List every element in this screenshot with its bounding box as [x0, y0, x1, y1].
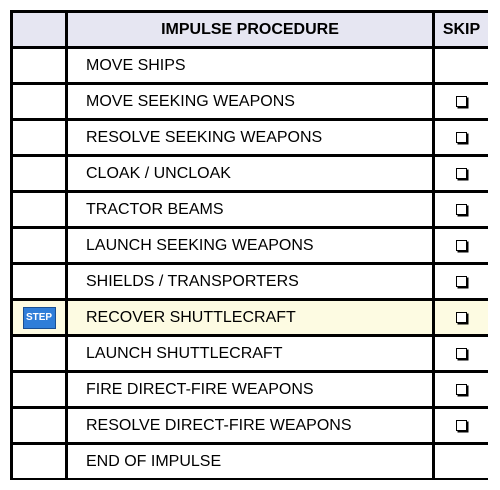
step-indicator-cell [13, 337, 65, 370]
step-indicator-cell [13, 121, 65, 154]
procedure-step-name: SHIELDS / TRANSPORTERS [68, 265, 432, 298]
skip-cell [435, 49, 488, 82]
procedure-step-name: RECOVER SHUTTLECRAFT [68, 301, 432, 334]
procedure-step-name: MOVE SHIPS [68, 49, 432, 82]
procedure-step-name: CLOAK / UNCLOAK [68, 157, 432, 190]
skip-cell [435, 229, 488, 262]
skip-cell [435, 265, 488, 298]
procedure-step-name: LAUNCH SEEKING WEAPONS [68, 229, 432, 262]
procedure-step-name: END OF IMPULSE [68, 445, 432, 478]
step-indicator-cell [13, 85, 65, 118]
skip-cell [435, 373, 488, 406]
step-button[interactable]: STEP [22, 306, 56, 329]
skip-cell [435, 409, 488, 442]
skip-cell [435, 193, 488, 226]
procedure-step-name: TRACTOR BEAMS [68, 193, 432, 226]
procedure-step-name: RESOLVE SEEKING WEAPONS [68, 121, 432, 154]
skip-checkbox[interactable] [456, 276, 467, 287]
skip-checkbox[interactable] [456, 96, 467, 107]
step-indicator-cell [13, 229, 65, 262]
step-indicator-cell [13, 265, 65, 298]
procedure-step-name: MOVE SEEKING WEAPONS [68, 85, 432, 118]
skip-checkbox[interactable] [456, 132, 467, 143]
skip-checkbox[interactable] [456, 168, 467, 179]
skip-cell [435, 85, 488, 118]
step-indicator-cell [13, 409, 65, 442]
step-indicator-cell [13, 49, 65, 82]
skip-checkbox[interactable] [456, 312, 467, 323]
header-skip-label: SKIP [435, 13, 488, 46]
procedure-step-name: RESOLVE DIRECT-FIRE WEAPONS [68, 409, 432, 442]
step-indicator-cell [13, 193, 65, 226]
header-procedure-title: IMPULSE PROCEDURE [68, 13, 432, 46]
step-indicator-cell [13, 445, 65, 478]
skip-cell [435, 301, 488, 334]
skip-checkbox[interactable] [456, 420, 467, 431]
procedure-step-name: LAUNCH SHUTTLECRAFT [68, 337, 432, 370]
step-indicator-cell [13, 157, 65, 190]
skip-cell [435, 445, 488, 478]
step-indicator-cell: STEP [13, 301, 65, 334]
step-indicator-cell [13, 373, 65, 406]
skip-checkbox[interactable] [456, 204, 467, 215]
skip-checkbox[interactable] [456, 384, 467, 395]
skip-cell [435, 121, 488, 154]
skip-cell [435, 157, 488, 190]
skip-checkbox[interactable] [456, 240, 467, 251]
header-step-cell [13, 13, 65, 46]
procedure-step-name: FIRE DIRECT-FIRE WEAPONS [68, 373, 432, 406]
skip-cell [435, 337, 488, 370]
skip-checkbox[interactable] [456, 348, 467, 359]
